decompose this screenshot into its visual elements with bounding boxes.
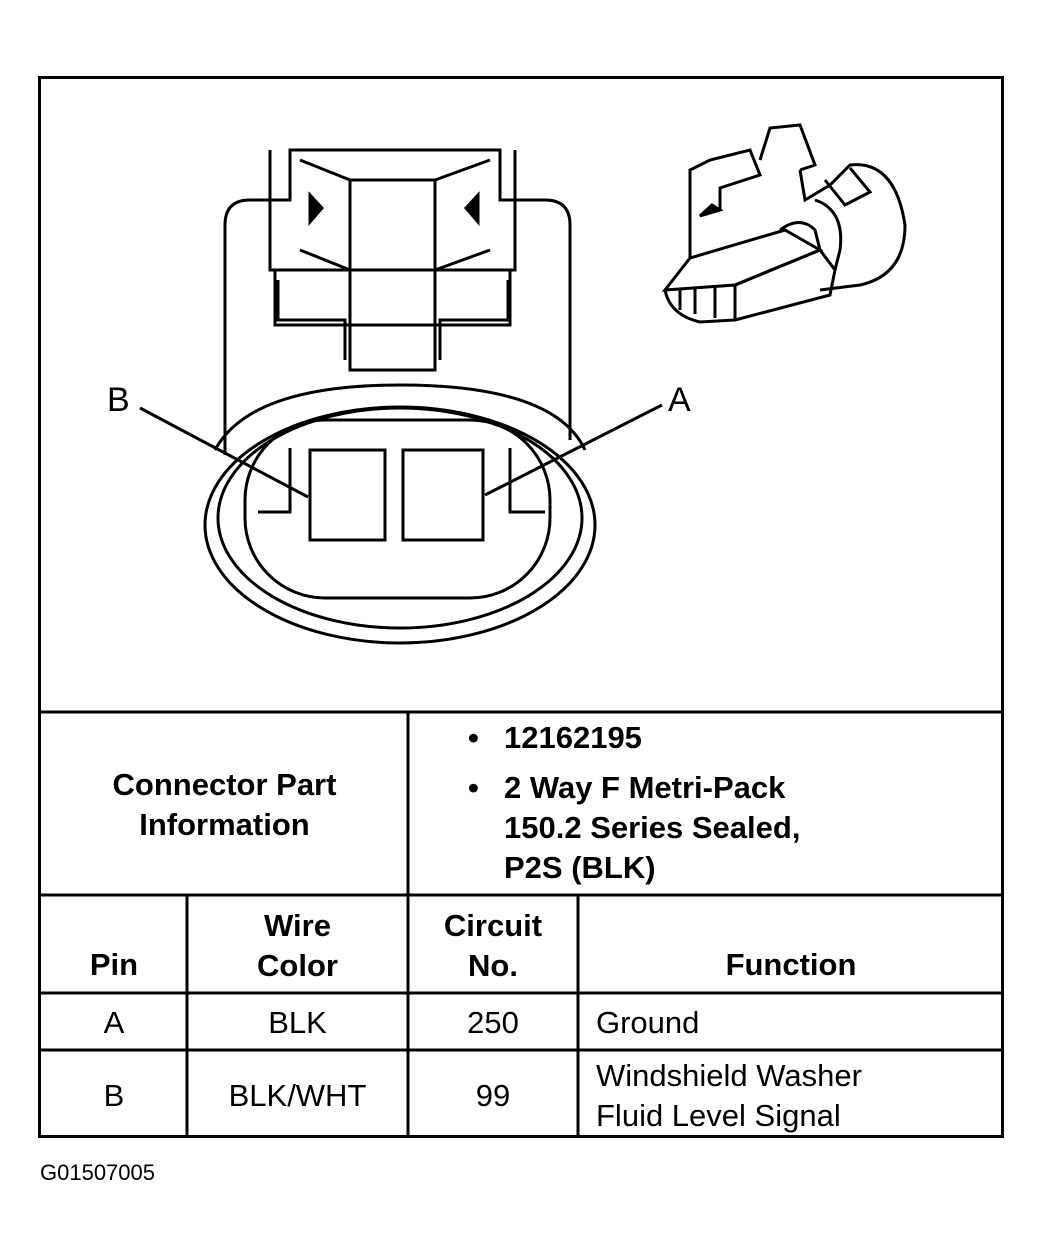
part-info-bullets: • 12162195 • 2 Way F Metri-Pack 150.2 Se… bbox=[468, 718, 800, 888]
connector-type-line1: 2 Way F Metri-Pack bbox=[504, 770, 786, 805]
callout-a-leader bbox=[484, 403, 663, 497]
figure-code: G01507005 bbox=[40, 1160, 155, 1185]
terminal-b bbox=[308, 448, 387, 542]
connector-type-line3: P2S (BLK) bbox=[504, 850, 656, 885]
row-a-circuit: 250 bbox=[467, 1005, 519, 1040]
row-b-function-line2: Fluid Level Signal bbox=[596, 1097, 841, 1133]
header-wire-color-line2: Color bbox=[257, 947, 338, 983]
header-wire-color: Wire Color bbox=[187, 898, 408, 993]
row-b-pin: B bbox=[103, 1077, 125, 1113]
row-a-pin: A bbox=[103, 1005, 125, 1040]
callout-b-leader bbox=[139, 406, 309, 499]
connector-part-info-label: Connector Part Information bbox=[41, 715, 408, 895]
diagram-frame bbox=[38, 76, 1004, 1138]
connector-type-line2: 150.2 Series Sealed, bbox=[504, 810, 801, 845]
table-grid bbox=[38, 710, 1004, 1138]
header-function: Function bbox=[725, 947, 857, 982]
row-b-function-line1: Windshield Washer bbox=[596, 1057, 862, 1093]
row-a-function: Ground bbox=[596, 1005, 700, 1040]
connector-isometric-view bbox=[661, 123, 907, 324]
header-circuit-line2: No. bbox=[468, 947, 518, 983]
part-number: 12162195 bbox=[504, 720, 642, 755]
bullet-connector-type: • 2 Way F Metri-Pack 150.2 Series Sealed… bbox=[468, 768, 800, 888]
row-b-circuit: 99 bbox=[475, 1077, 511, 1113]
header-pin: Pin bbox=[89, 947, 139, 982]
bullet-dot-icon: • bbox=[468, 720, 479, 755]
terminal-a bbox=[401, 448, 485, 542]
header-circuit-line1: Circuit bbox=[443, 907, 543, 943]
callout-label-b: B bbox=[107, 381, 130, 419]
callout-label-a: A bbox=[668, 381, 691, 419]
connector-face bbox=[203, 148, 597, 645]
header-circuit-no: Circuit No. bbox=[408, 898, 578, 993]
header-wire-color-line1: Wire bbox=[264, 907, 331, 943]
bullet-part-number: • 12162195 bbox=[468, 718, 800, 758]
connector-type: 2 Way F Metri-Pack 150.2 Series Sealed, … bbox=[504, 768, 800, 888]
connector-part-info-line1: Connector Part bbox=[112, 767, 337, 802]
row-a-wire-color: BLK bbox=[268, 1005, 327, 1040]
bullet-dot-icon: • bbox=[468, 770, 479, 805]
connector-part-info-line2: Information bbox=[139, 807, 310, 842]
row-b-function: Windshield Washer Fluid Level Signal bbox=[596, 1053, 996, 1138]
row-b-wire-color: BLK/WHT bbox=[228, 1077, 367, 1113]
